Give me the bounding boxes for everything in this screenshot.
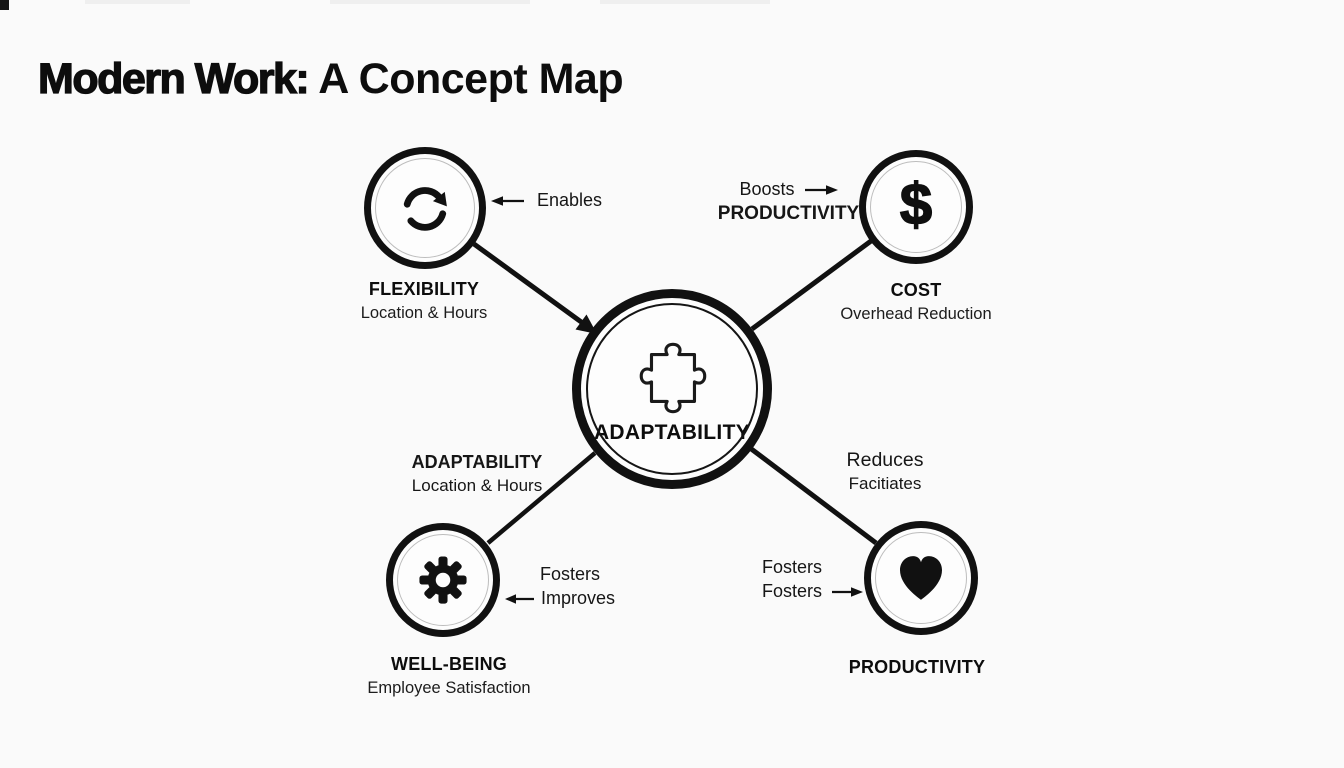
- node-adaptability-center: ADAPTABILITY: [572, 289, 772, 489]
- top-bar-fragment: [330, 0, 530, 4]
- node-wellbeing: [386, 523, 500, 637]
- arrow-right-icon: [832, 586, 864, 597]
- gear-icon: [419, 556, 467, 604]
- node-flexibility: [364, 147, 486, 269]
- annotation-enables: Enables: [491, 190, 602, 211]
- annotation-text: Reduces: [846, 449, 924, 471]
- page-title-primary: Modern Work:: [37, 54, 310, 103]
- annotation-text: Improves: [541, 588, 616, 608]
- annotation-reduces: Reduces Facitiates: [810, 449, 960, 494]
- annotation-text: Boosts: [739, 179, 795, 199]
- annotation-adaptability-note: ADAPTABILITY Location & Hours: [399, 452, 555, 496]
- annotation-fosters-fosters: Fosters Fosters: [762, 557, 864, 602]
- refresh-icon: [403, 187, 447, 231]
- caption-productivity: PRODUCTIVITY: [797, 657, 1037, 678]
- arrow-right-icon: [804, 184, 838, 195]
- annotation-text: PRODUCTIVITY: [717, 203, 860, 224]
- caption-flexibility: FLEXIBILITY Location & Hours: [304, 279, 544, 323]
- top-bar-fragment: [85, 0, 190, 4]
- heart-icon: [900, 556, 942, 600]
- annotation-text: Fosters: [762, 581, 823, 601]
- caption-wellbeing: WELL-BEING Employee Satisfaction: [329, 654, 569, 698]
- node-productivity: [864, 521, 978, 635]
- annotation-text: Facitiates: [848, 474, 922, 493]
- annotation-text: Enables: [537, 190, 603, 210]
- dollar-icon: $: [899, 172, 933, 237]
- annotation-text: Location & Hours: [411, 476, 543, 495]
- node-cost: $: [859, 150, 973, 264]
- node-label: COST: [890, 280, 942, 300]
- page-title: Modern Work:A Concept Map: [37, 54, 624, 104]
- center-node-label: ADAPTABILITY: [593, 421, 751, 444]
- corner-artifact: [0, 0, 9, 10]
- annotation-text: Fosters: [762, 557, 823, 577]
- page-title-secondary: A Concept Map: [318, 54, 624, 103]
- arrow-left-icon: [505, 593, 534, 604]
- annotation-text: Fosters: [540, 564, 601, 584]
- node-sublabel: Overhead Reduction: [840, 305, 992, 323]
- arrow-left-icon: [491, 195, 524, 206]
- node-label: FLEXIBILITY: [368, 279, 480, 299]
- node-sublabel: Employee Satisfaction: [367, 679, 531, 697]
- caption-cost: COST Overhead Reduction: [796, 280, 1036, 324]
- node-label: PRODUCTIVITY: [848, 657, 986, 677]
- annotation-boosts-productivity: Boosts PRODUCTIVITY: [706, 179, 871, 225]
- top-bar-fragment: [600, 0, 770, 4]
- annotation-text: ADAPTABILITY: [411, 452, 543, 472]
- puzzle-icon: [639, 342, 707, 414]
- node-label: WELL-BEING: [391, 654, 507, 674]
- node-sublabel: Location & Hours: [360, 304, 488, 322]
- annotation-fosters-improves: Fosters Improves: [505, 564, 615, 609]
